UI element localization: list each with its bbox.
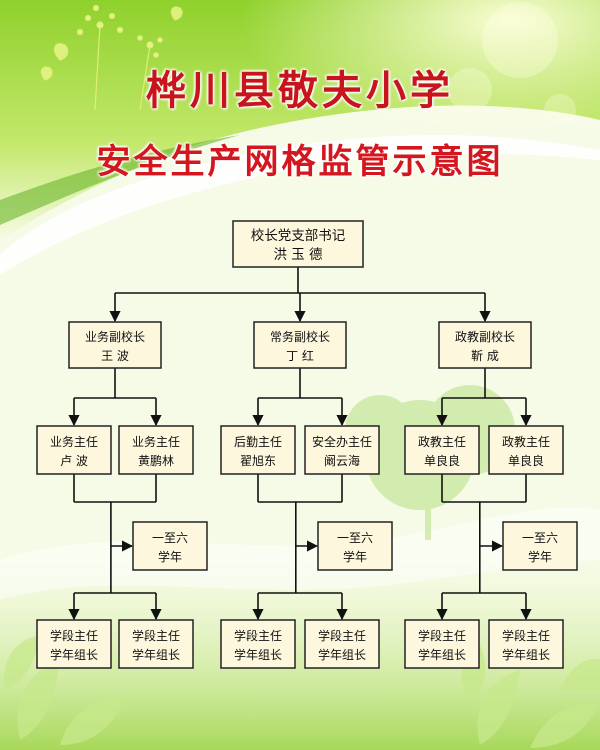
leader-box-4-name: 学年组长 bbox=[318, 647, 366, 662]
grade-box-2-frame bbox=[317, 521, 393, 571]
director-box-4-name: 阚云海 bbox=[324, 453, 360, 468]
leader-box-1-name: 学年组长 bbox=[50, 647, 98, 662]
principal-box-frame bbox=[232, 220, 364, 268]
chart-title: 安全生产网格监管示意图 bbox=[96, 142, 504, 182]
leader-box-5-frame bbox=[404, 619, 480, 669]
grade-box-1-title: 一至六 bbox=[152, 531, 188, 545]
director-box-1-name: 卢 波 bbox=[60, 453, 88, 468]
leader-box-6-title: 学段主任 bbox=[502, 628, 550, 643]
leader-box-2-title: 学段主任 bbox=[132, 628, 180, 643]
director-box-3-name: 翟旭东 bbox=[240, 454, 276, 468]
vice-principal-box-3-title: 政教副校长 bbox=[455, 329, 515, 344]
vice-principal-box-3-frame bbox=[438, 321, 532, 369]
vice-principal-box-3-name: 靳 成 bbox=[471, 349, 499, 363]
director-box-1-frame bbox=[36, 425, 112, 475]
director-box-4-frame bbox=[304, 425, 380, 475]
director-box-4-title: 安全办主任 bbox=[312, 434, 372, 449]
leader-box-4-title: 学段主任 bbox=[318, 628, 366, 643]
principal-box-title: 校长党支部书记 bbox=[251, 227, 346, 244]
leader-box-6-name: 学年组长 bbox=[502, 647, 550, 662]
vice-principal-box-1-frame bbox=[68, 321, 162, 369]
grade-box-3-title: 一至六 bbox=[522, 531, 558, 545]
director-box-2-name: 黄鹏林 bbox=[138, 454, 174, 468]
vice-principal-box-2-frame bbox=[253, 321, 347, 369]
leader-box-5-title: 学段主任 bbox=[418, 628, 466, 643]
grade-box-2-name: 学年 bbox=[343, 549, 367, 564]
school-title: 桦川县敬夫小学 bbox=[146, 68, 454, 114]
leader-box-2-name: 学年组长 bbox=[132, 647, 180, 662]
director-box-6-name: 单良良 bbox=[508, 453, 544, 468]
vice-principal-box-1-title: 业务副校长 bbox=[85, 329, 145, 344]
director-box-2-title: 业务主任 bbox=[132, 434, 180, 449]
leader-box-2-frame bbox=[118, 619, 194, 669]
grade-box-1-name: 学年 bbox=[158, 549, 182, 564]
vice-principal-box-2-name: 丁 红 bbox=[286, 348, 314, 363]
director-box-6-frame bbox=[488, 425, 564, 475]
grade-box-3-frame bbox=[502, 521, 578, 571]
header: 桦川县敬夫小学 安全生产网格监管示意图 bbox=[0, 0, 600, 200]
leader-box-3-name: 学年组长 bbox=[234, 647, 282, 662]
director-box-3-frame bbox=[220, 425, 296, 475]
director-box-6-title: 政教主任 bbox=[502, 434, 550, 449]
leaves-decoration bbox=[4, 635, 600, 748]
leader-box-6-frame bbox=[488, 619, 564, 669]
leader-box-4-frame bbox=[304, 619, 380, 669]
vice-principal-box-2-title: 常务副校长 bbox=[270, 329, 330, 344]
grade-box-2-title: 一至六 bbox=[337, 531, 373, 545]
director-box-5-frame bbox=[404, 425, 480, 475]
vice-principal-box-1-name: 王 波 bbox=[101, 349, 129, 363]
director-box-2-frame bbox=[118, 425, 194, 475]
connector-lines bbox=[68, 267, 532, 621]
leader-box-3-frame bbox=[220, 619, 296, 669]
director-box-5-title: 政教主任 bbox=[418, 434, 466, 449]
leader-box-1-title: 学段主任 bbox=[50, 628, 98, 643]
grade-box-1-frame bbox=[132, 521, 208, 571]
principal-box-name: 洪 玉 德 bbox=[273, 247, 322, 263]
dandelion-decoration bbox=[40, 4, 183, 111]
director-box-3-title: 后勤主任 bbox=[234, 435, 282, 449]
leader-box-5-name: 学年组长 bbox=[418, 647, 466, 662]
leader-box-3-title: 学段主任 bbox=[234, 628, 282, 643]
director-box-5-name: 单良良 bbox=[424, 453, 460, 468]
director-box-1-title: 业务主任 bbox=[50, 434, 98, 449]
leader-box-1-frame bbox=[36, 619, 112, 669]
grade-box-3-name: 学年 bbox=[528, 549, 552, 564]
